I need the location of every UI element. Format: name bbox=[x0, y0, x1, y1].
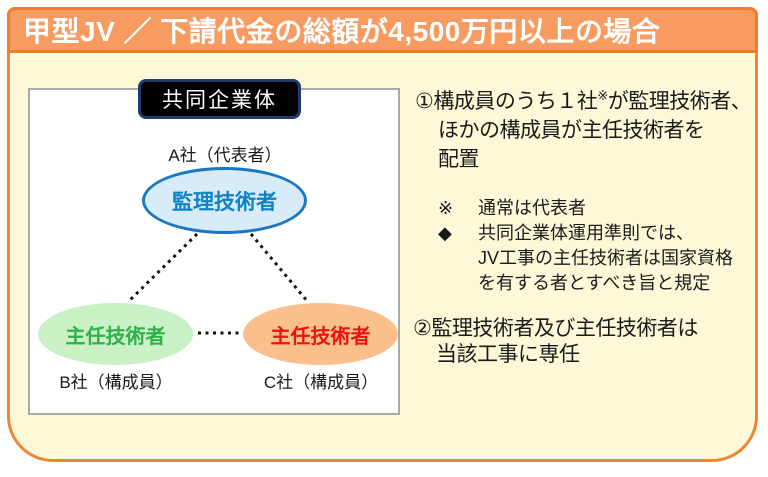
diamond-bullet: ◆ bbox=[438, 223, 452, 243]
bullet-spacer bbox=[438, 246, 478, 271]
note-item2-line2: 当該工事に専任 bbox=[436, 343, 580, 366]
note-item1-reference-mark: ※ bbox=[597, 88, 608, 103]
bullet-spacer bbox=[438, 271, 478, 296]
chief-engineer-b-text: 主任技術者 bbox=[65, 325, 166, 348]
supervising-engineer-text: 監理技術者 bbox=[172, 190, 277, 214]
note-item1-line1: ①構成員のうち１社※が監理技術者、 bbox=[415, 81, 752, 116]
bullet-row: ※ 通常は代表者 bbox=[438, 196, 733, 221]
bullet-row: を有する者とすべき旨と規定 bbox=[438, 271, 733, 296]
supervising-engineer-ellipse: 監理技術者 bbox=[142, 167, 307, 234]
chief-engineer-c-ellipse: 主任技術者 bbox=[243, 303, 398, 365]
bullet-text: 共同企業体運用準則では、 bbox=[478, 223, 694, 243]
page-title: 甲型JV ／ 下請代金の総額が4,500万円以上の場合 bbox=[23, 16, 661, 47]
company-a-label: A社（代表者） bbox=[168, 146, 282, 165]
note-item1-line2: ほかの構成員が主任技術者を bbox=[438, 119, 705, 142]
bullet-text: 通常は代表者 bbox=[478, 198, 586, 218]
bullet-row: JV工事の主任技術者は国家資格 bbox=[438, 246, 733, 271]
title-bar: 甲型JV ／ 下請代金の総額が4,500万円以上の場合 bbox=[7, 7, 758, 53]
company-b-label: B社（構成員） bbox=[59, 373, 173, 392]
note-item1-line1-pre: ①構成員のうち１社 bbox=[415, 90, 598, 113]
note-item1-line3: 配置 bbox=[438, 148, 480, 171]
joint-venture-label-text: 共同企業体 bbox=[162, 89, 277, 112]
chief-engineer-b-ellipse: 主任技術者 bbox=[38, 303, 193, 365]
chief-engineer-c-text: 主任技術者 bbox=[270, 325, 371, 348]
note-item1: ①構成員のうち１社※が監理技術者、 ほかの構成員が主任技術者を 配置 bbox=[415, 81, 752, 174]
company-c-label: C社（構成員） bbox=[263, 373, 379, 392]
bullet-row: ◆ 共同企業体運用準則では、 bbox=[438, 221, 733, 246]
bullet-text: を有する者とすべき旨と規定 bbox=[478, 273, 711, 293]
jv-diagram-box bbox=[28, 88, 400, 415]
note-item1-line1-post: が監理技術者、 bbox=[607, 90, 752, 113]
joint-venture-label: 共同企業体 bbox=[138, 79, 301, 119]
note-sub-bullets: ※ 通常は代表者 ◆ 共同企業体運用準則では、 JV工事の主任技術者は国家資格 … bbox=[438, 196, 733, 296]
note-item2-line1: ②監理技術者及び主任技術者は bbox=[413, 317, 698, 340]
note-item2: ②監理技術者及び主任技術者は 当該工事に専任 bbox=[413, 316, 698, 368]
reference-mark-bullet: ※ bbox=[438, 198, 454, 218]
bullet-text: JV工事の主任技術者は国家資格 bbox=[478, 248, 734, 268]
